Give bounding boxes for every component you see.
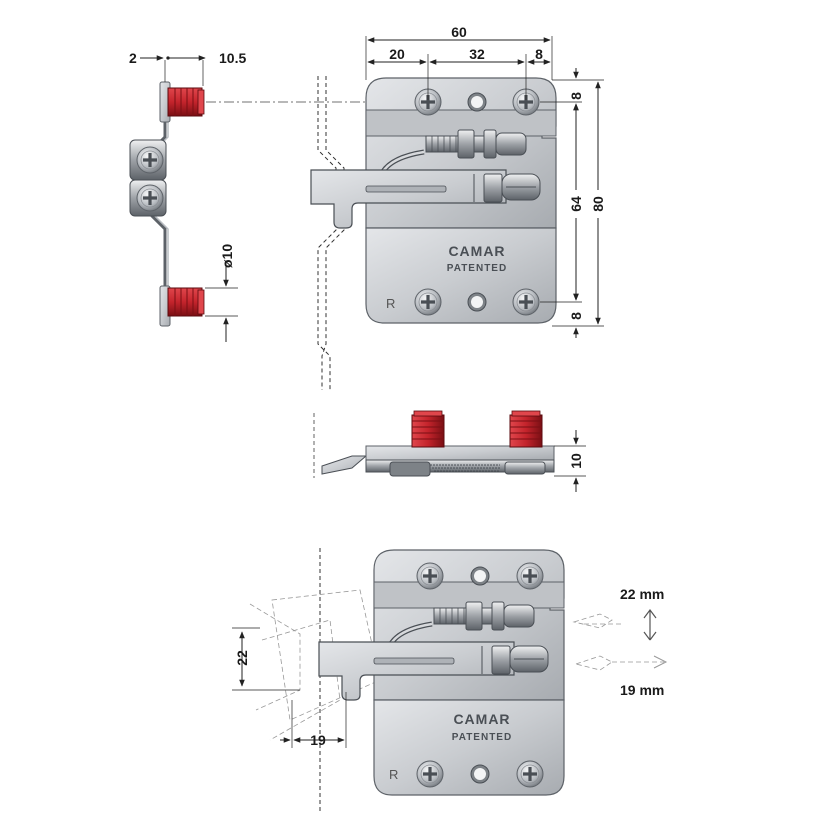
dim-side-offset: 2 (129, 50, 137, 66)
dim-width-mid: 32 (469, 46, 485, 62)
dowel-top-side (167, 87, 205, 117)
label-adjust-side: 19 mm (620, 682, 664, 698)
dim-diameter: ø10 (219, 244, 235, 268)
brand-logo: CAMAR (448, 243, 505, 259)
front-view: CAMAR PATENTED R 60 20 32 8 8 64 80 8 (311, 24, 606, 390)
dim-height-bottom: 8 (568, 312, 584, 320)
dim-thickness: 10 (568, 453, 584, 469)
adjustment-view: CAMAR PATENTED R 22 19 22 mm 19 mm (232, 548, 668, 812)
dim-height-total: 80 (590, 196, 606, 212)
dim-adjust-horizontal: 19 (310, 732, 326, 748)
dim-width-right: 8 (535, 46, 543, 62)
brand-patent: PATENTED (447, 263, 507, 274)
dowel-left-top (411, 410, 445, 448)
brand-patent-2: PATENTED (452, 732, 512, 743)
dim-side-length: 10.5 (219, 50, 246, 66)
dim-width-left: 20 (389, 46, 405, 62)
brand-logo-2: CAMAR (453, 711, 510, 727)
label-adjust-up: 22 mm (620, 586, 664, 602)
dim-height-top: 8 (568, 92, 584, 100)
side-mark-2: R (389, 767, 398, 782)
dowel-bottom-side (167, 287, 205, 317)
dim-width-total: 60 (451, 24, 467, 40)
side-mark: R (386, 296, 395, 311)
dim-height-mid: 64 (568, 196, 584, 212)
side-view: 2 10.5 ø10 (129, 50, 246, 342)
top-view: 10 (313, 410, 586, 492)
dowel-right-top (509, 410, 543, 448)
dim-adjust-vertical: 22 (234, 650, 250, 666)
